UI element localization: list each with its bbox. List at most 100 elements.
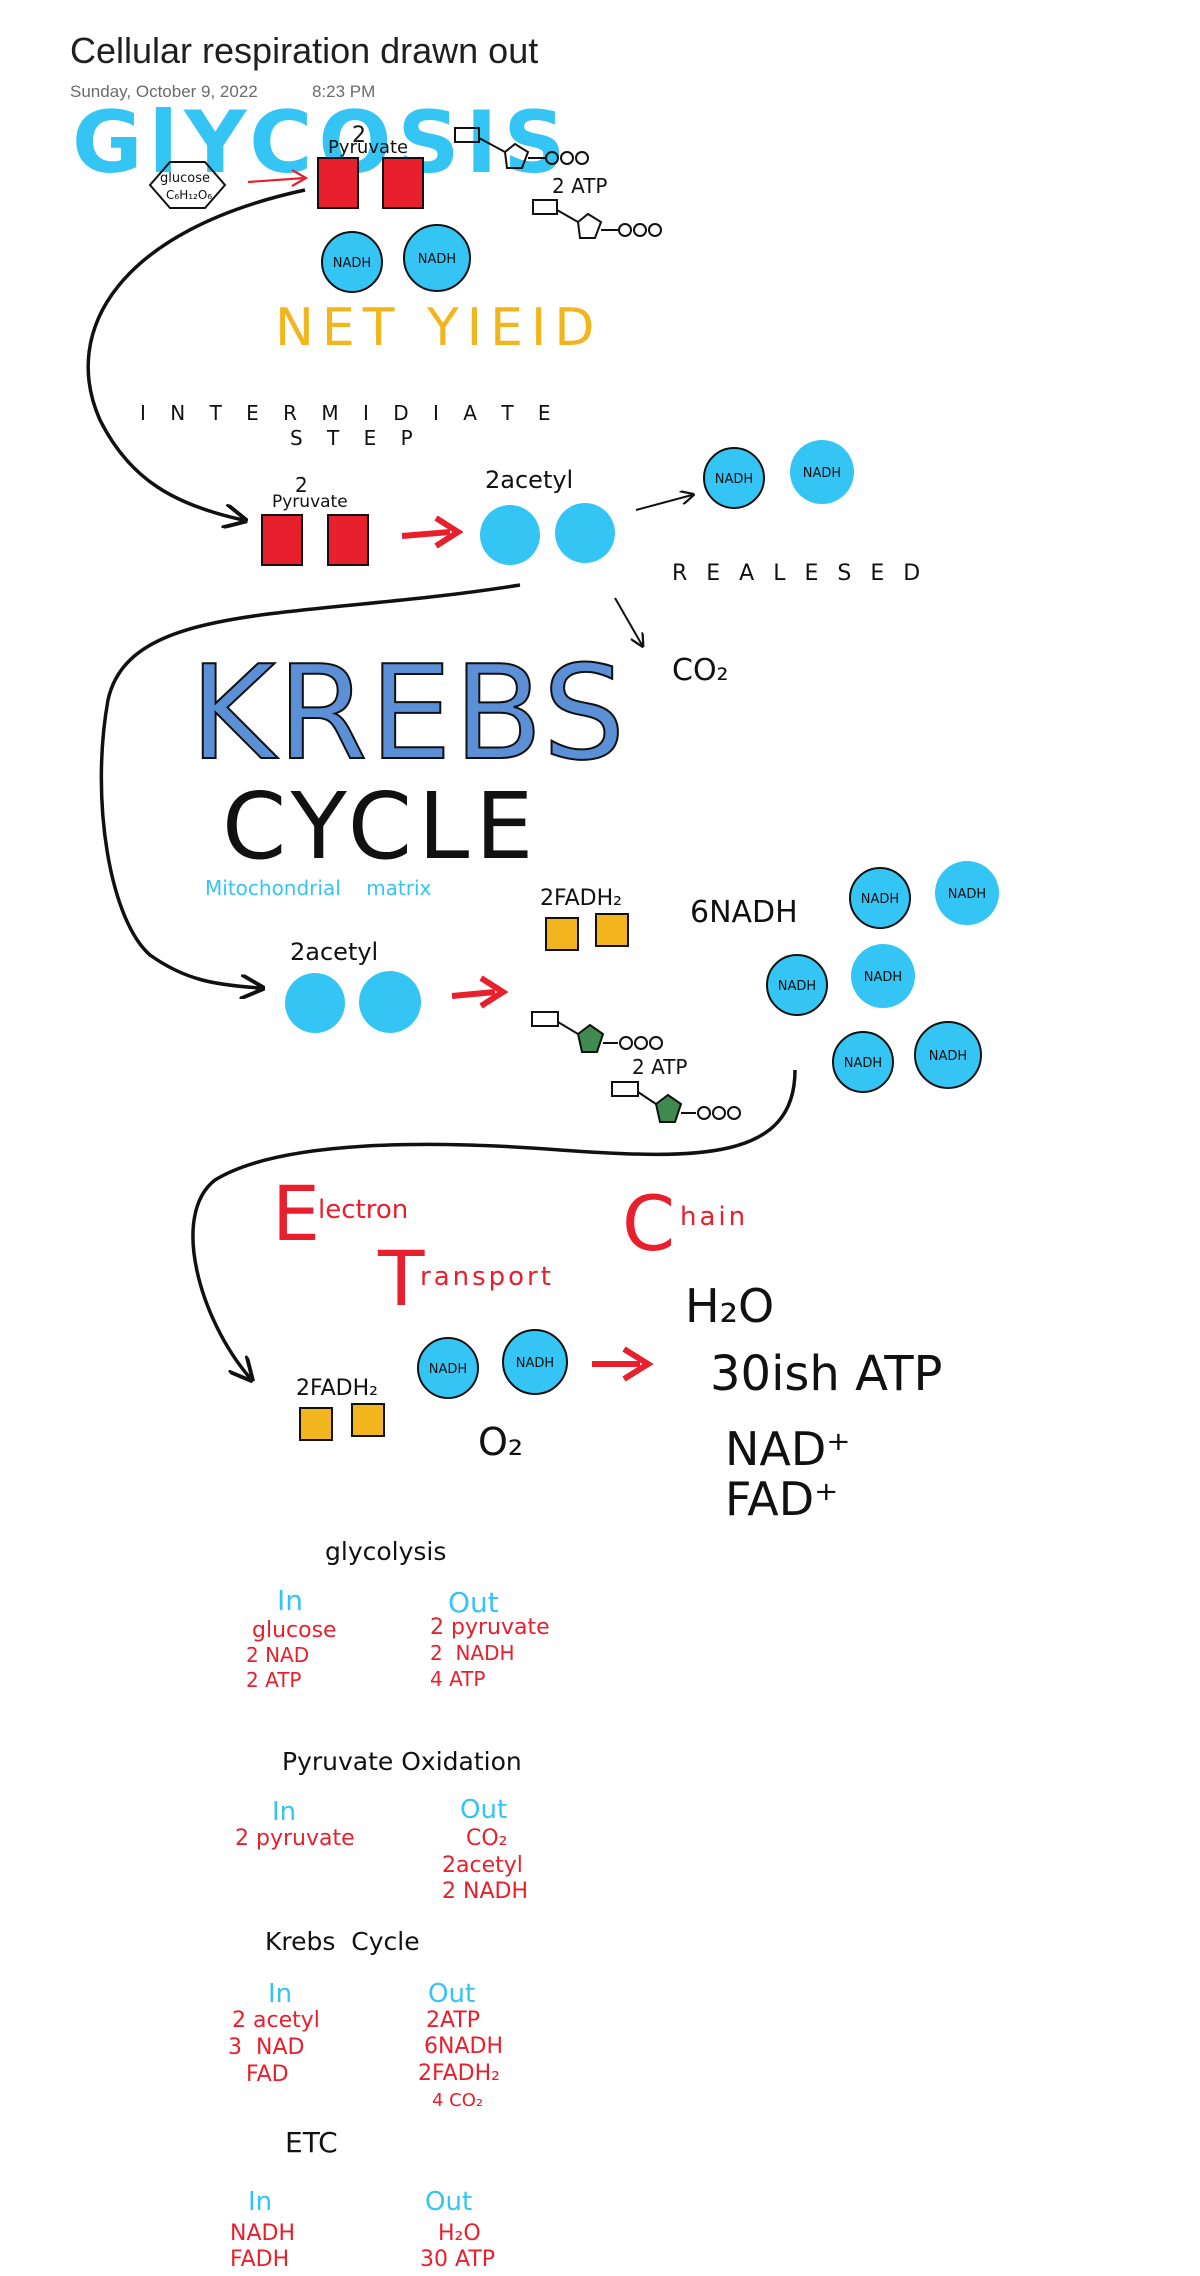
red-arrow-head [622,1346,654,1382]
summary-in-label: In [272,1797,296,1827]
etc-o2-label: O₂ [478,1420,523,1464]
glucose-label: glucose [160,171,210,186]
summary-in-item: FAD [246,2062,289,2087]
summary-out-label: Out [428,1979,475,2009]
acetyl-circle [359,971,421,1033]
acetyl-circle [285,973,345,1033]
summary-title: Krebs Cycle [265,1927,420,1956]
pyruvate-block [327,514,369,566]
summary-out-item: 2 NADH [430,1641,515,1665]
net-yield-label: NET YIEID [275,298,602,358]
summary-out-item: H₂O [438,2221,481,2246]
pyruvate-block [317,157,359,209]
pyruvate-block [261,514,303,566]
etc-title-e: E [272,1169,320,1258]
red-arrow-head [434,515,464,549]
etc-output-atp: 30ish ATP [710,1346,942,1402]
summary-in-item: glucose [252,1618,337,1643]
summary-out-item: CO₂ [466,1826,508,1851]
atp-molecule [611,1081,741,1123]
summary-in-item: NADH [230,2221,295,2246]
red-arrow [401,529,451,539]
nadh-circle: NADH [703,447,765,509]
summary-in-label: In [248,2187,272,2217]
glucose-arrow [247,176,306,184]
summary-out-item: 30 ATP [420,2247,495,2272]
summary-out-item: 2 NADH [442,1879,528,1904]
flow-arrow [191,1069,797,1378]
nadh-label: NADH [803,466,841,481]
fadh-block [595,913,629,947]
acetyl-label: 2acetyl [485,466,573,494]
nadh-circle: NADH [935,861,999,925]
etc-fadh-label: 2FADH₂ [296,1376,378,1401]
acetyl-circle [555,503,615,563]
page-time: 8:23 PM [312,82,376,101]
fadh-block [351,1403,385,1437]
summary-in-item: 3 NAD [228,2035,304,2060]
summary-in-item: FADH [230,2247,289,2272]
etc-output-nad: NAD⁺ [725,1422,851,1476]
nadh-circle: NADH [321,231,383,293]
flow-arrow [99,583,521,988]
nadh-circle: NADH [832,1031,894,1093]
pyruvate-label: Pyruvate [272,492,348,512]
nadh-label: NADH [778,979,816,994]
summary-out-item: 2FADH₂ [418,2061,500,2086]
nadh-label: NADH [429,1362,467,1377]
nadh-label: NADH [948,887,986,902]
atp-molecule [531,1011,663,1053]
krebs-heading: KREBS [190,637,627,789]
summary-out-label: Out [460,1795,507,1825]
acetyl-label: 2acetyl [290,938,378,966]
nadh-circle: NADH [766,954,828,1016]
etc-title-c: C [622,1179,675,1268]
fadh-block [545,917,579,951]
page-title: Cellular respiration drawn out [70,30,539,71]
summary-out-label: Out [448,1586,499,1619]
intermediate-line2: S T E P [290,426,422,450]
acetyl-circle [480,505,540,565]
atp-molecule [454,127,589,169]
cycle-heading: CYCLE [222,773,539,880]
page-date: Sunday, October 9, 2022 [70,82,258,101]
etc-title-ransport: ransport [420,1262,554,1292]
summary-out-item: 4 ATP [430,1667,486,1691]
krebs-atp-label: 2 ATP [632,1055,688,1079]
summary-out-label: Out [425,2187,472,2217]
nadh-label: NADH [861,892,899,907]
nadh-circle: NADH [502,1329,568,1395]
summary-out-item: 4 CO₂ [432,2090,483,2111]
nadh-release-arrow [635,495,692,511]
summary-in-item: 2 ATP [246,1668,302,1692]
glycolysis-atp-label: 2 ATP [552,174,608,198]
nadh-circle: NADH [403,224,471,292]
summary-title: Pyruvate Oxidation [282,1747,522,1776]
fadh-label: 2FADH₂ [540,886,622,911]
summary-in-item: 2 NAD [246,1643,309,1667]
nadh-circle: NADH [914,1021,982,1089]
intermediate-line1: I N T E R M I D I A T E [140,401,560,425]
summary-title: glycolysis [325,1537,446,1566]
summary-in-item: 2 acetyl [232,2008,320,2033]
nadh-circle: NADH [851,944,915,1008]
nadh-label: NADH [418,252,456,267]
nadh-label: NADH [516,1356,554,1371]
nadh-circle: NADH [417,1337,479,1399]
pyruvate-count: 2 [352,123,366,148]
summary-title: ETC [285,2126,338,2159]
nadh-circle: NADH [790,440,854,504]
red-arrow [451,989,496,999]
etc-title-t: T [377,1234,425,1323]
nadh-label: NADH [333,256,371,271]
summary-out-item: 6NADH [424,2034,503,2059]
nadh-circle: NADH [849,867,911,929]
summary-out-item: 2acetyl [442,1853,523,1878]
glucose-hexagon: glucose C₆H₁₂O₆ [148,161,227,209]
glucose-arrow-head [291,169,309,187]
red-arrow-head [479,975,509,1009]
summary-in-label: In [277,1584,303,1617]
etc-title-hain: hain [680,1202,748,1232]
released-label: R E A L E S E D [672,561,926,586]
etc-title-lectron: lectron [318,1195,408,1225]
